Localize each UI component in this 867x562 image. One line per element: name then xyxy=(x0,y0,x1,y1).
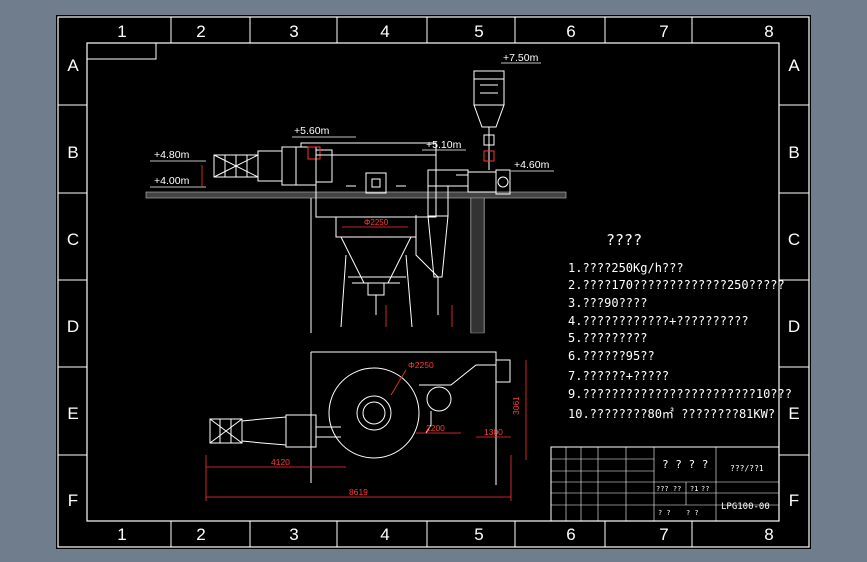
elevation-460: +4.60m xyxy=(514,159,550,171)
elevation-510: +5.10m xyxy=(426,139,462,151)
title-c4: ? ? xyxy=(658,509,671,517)
drying-chamber xyxy=(315,154,437,328)
note-1: 1.????250Kg/h??? xyxy=(568,261,684,275)
elevation-560: +5.60m xyxy=(294,125,330,137)
dim-4120: 4120 xyxy=(271,457,290,467)
note-5: 5.????????? xyxy=(568,331,647,345)
zone-ticks xyxy=(58,17,809,547)
note-2: 2.????170?????????????250????? xyxy=(568,278,785,292)
title-scale: ???/??1 xyxy=(730,464,764,473)
col-label-7: 7 xyxy=(659,22,668,41)
title-name: ? ? ? ? xyxy=(662,458,708,471)
cad-drawing: 1 2 3 4 5 6 7 8 1 2 3 4 5 6 7 8 A B C D … xyxy=(57,16,810,548)
note-4: 4.????????????+?????????? xyxy=(568,314,749,328)
note-10: 10.????????80㎡ ????????81KW? xyxy=(568,407,775,421)
dim-2200: 2200 xyxy=(426,423,445,433)
exhaust-fan xyxy=(456,169,511,195)
dim-phi2250-plan: Φ2250 xyxy=(408,360,434,370)
elevation-480: +4.80m xyxy=(154,149,190,161)
note-7: 7.??????+????? xyxy=(568,369,669,383)
col-label-4-bottom: 4 xyxy=(380,525,389,544)
row-label-c: C xyxy=(67,230,79,249)
row-label-f-right: F xyxy=(789,491,799,510)
elevation-view: +4.80m +4.00m +5.60m +5.10m +7.50m +4.60… xyxy=(145,52,567,334)
technical-notes: ???? 1.????250Kg/h??? 2.????170?????????… xyxy=(568,231,792,421)
dim-8619: 8619 xyxy=(349,487,368,497)
cyclone xyxy=(415,169,469,315)
row-label-b-right: B xyxy=(788,143,799,162)
floor-slab xyxy=(145,191,567,199)
title-block: ? ? ? ? ???/??1 ??? ?? ?1 ?? ? ? ? ? LPG… xyxy=(550,446,780,522)
plan-view: 4120 8619 3061 1300 2200 Φ2250 xyxy=(205,351,527,501)
air-heater xyxy=(213,146,333,186)
notes-title: ???? xyxy=(606,231,642,249)
drawing-sheet: 1 2 3 4 5 6 7 8 1 2 3 4 5 6 7 8 A B C D … xyxy=(56,15,811,549)
col-label-2-bottom: 2 xyxy=(196,525,205,544)
drawing-number: LPG100-00 xyxy=(721,502,770,512)
row-label-c-right: C xyxy=(788,230,800,249)
row-label-d-right: D xyxy=(788,317,800,336)
plan-dimensions xyxy=(205,360,527,501)
col-label-6: 6 xyxy=(566,22,575,41)
elevation-400: +4.00m xyxy=(154,175,190,187)
row-label-f: F xyxy=(68,491,78,510)
col-label-1: 1 xyxy=(117,22,126,41)
cyclone-plan xyxy=(426,386,452,412)
outer-frame xyxy=(57,16,810,548)
feed-hopper xyxy=(473,70,505,170)
wall-hatch xyxy=(470,197,485,334)
col-label-5-bottom: 5 xyxy=(474,525,483,544)
row-label-d: D xyxy=(67,317,79,336)
note-3: 3.???90???? xyxy=(568,296,647,310)
title-c5: ? ? xyxy=(686,509,699,517)
note-6: 6.??????95?? xyxy=(568,349,655,363)
row-label-a-right: A xyxy=(788,56,800,75)
elevation-750: +7.50m xyxy=(503,52,539,64)
dim-1300: 1300 xyxy=(484,427,503,437)
note-9: 9.????????????????????????10??? xyxy=(568,387,792,401)
row-label-a: A xyxy=(67,56,79,75)
title-c3: ?? xyxy=(701,485,709,493)
col-label-1-bottom: 1 xyxy=(117,525,126,544)
chamber-plan-outer xyxy=(328,367,420,459)
col-label-8-bottom: 8 xyxy=(764,525,773,544)
dim-3061: 3061 xyxy=(511,396,521,415)
col-label-3: 3 xyxy=(289,22,298,41)
col-label-3-bottom: 3 xyxy=(289,525,298,544)
col-label-2: 2 xyxy=(196,22,205,41)
col-label-8: 8 xyxy=(764,22,773,41)
col-label-6-bottom: 6 xyxy=(566,525,575,544)
title-c2: ?1 xyxy=(690,485,698,493)
corner-tab xyxy=(86,43,157,60)
col-label-7-bottom: 7 xyxy=(659,525,668,544)
title-c1: ??? ?? xyxy=(656,485,681,493)
row-label-b: B xyxy=(67,143,78,162)
chamber-plan-inner xyxy=(356,395,392,431)
row-label-e: E xyxy=(67,404,78,423)
inner-frame xyxy=(86,42,780,522)
col-label-4: 4 xyxy=(380,22,389,41)
row-label-e-right: E xyxy=(788,404,799,423)
dim-phi2250-elev: Φ2250 xyxy=(364,218,389,227)
col-label-5: 5 xyxy=(474,22,483,41)
